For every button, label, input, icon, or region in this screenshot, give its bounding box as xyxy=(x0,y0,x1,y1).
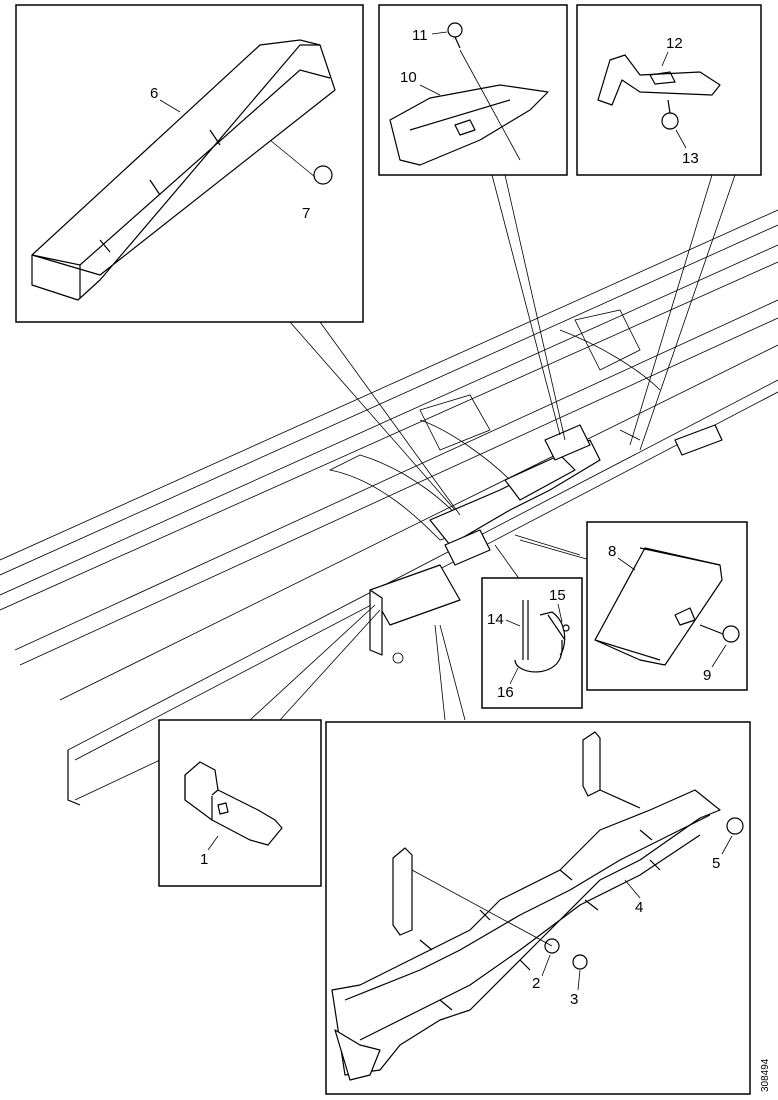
callout-5: 5 xyxy=(712,855,720,872)
detail-box-8-9: 8 9 xyxy=(586,521,748,691)
callout-16: 16 xyxy=(497,684,514,701)
leader-lines xyxy=(249,174,736,721)
callout-1: 1 xyxy=(200,851,208,868)
callout-15: 15 xyxy=(549,587,566,604)
callout-8: 8 xyxy=(608,543,616,560)
callout-10: 10 xyxy=(400,69,417,86)
callout-11: 11 xyxy=(412,27,428,44)
chassis-frame xyxy=(0,209,778,806)
callout-13: 13 xyxy=(682,150,699,167)
detail-box-10-11: 11 10 xyxy=(378,4,568,176)
detail-box-6-7: 6 7 xyxy=(15,4,364,323)
reference-code: 308494 xyxy=(760,1058,771,1092)
detail-box-2-3-4-5: 2 3 4 5 308494 xyxy=(325,721,771,1095)
callout-2: 2 xyxy=(532,975,540,992)
callout-3: 3 xyxy=(570,991,578,1008)
callout-7: 7 xyxy=(302,205,310,222)
detail-box-14-15-16: 14 15 16 xyxy=(481,577,583,709)
callout-6: 6 xyxy=(150,85,158,102)
detail-box-12-13: 12 13 xyxy=(576,4,762,176)
callout-9: 9 xyxy=(703,667,711,684)
callout-12: 12 xyxy=(666,35,683,52)
detail-box-1: 1 xyxy=(158,719,322,887)
callout-4: 4 xyxy=(635,899,643,916)
callout-14: 14 xyxy=(487,611,504,628)
